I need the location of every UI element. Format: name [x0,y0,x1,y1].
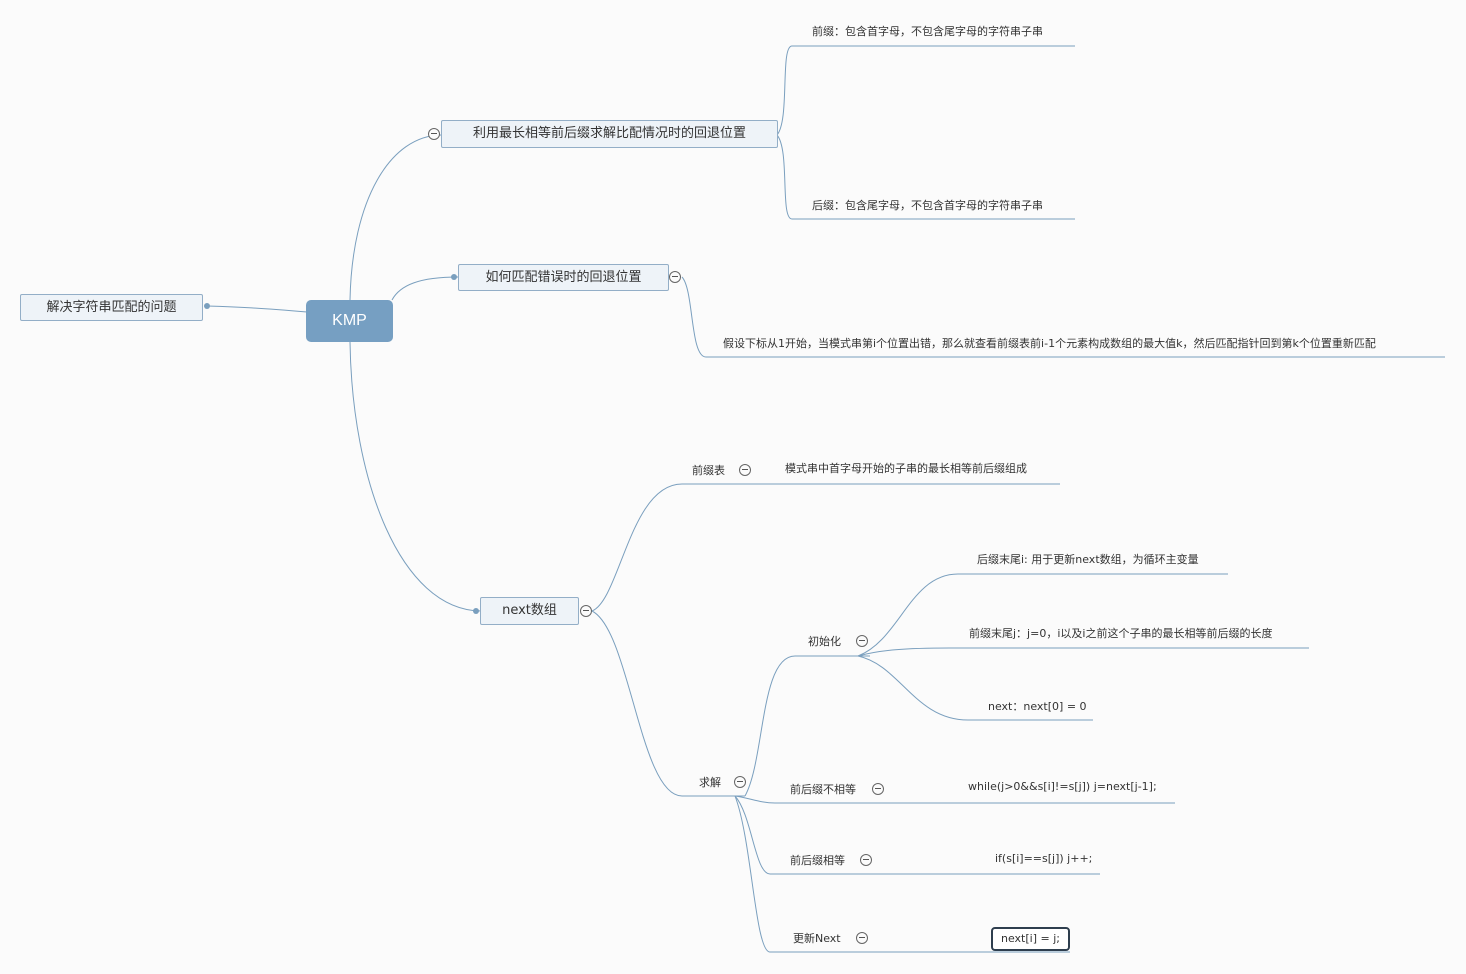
prefix-table-node[interactable]: 前缀表 [692,462,725,478]
backtrack-branch-label: 如何匹配错误时的回退位置 [485,270,642,285]
collapse-toggle-icon[interactable] [669,271,681,283]
next-init-detail[interactable]: next：next[0] = 0 [988,698,1087,714]
backtrack-detail-text: 假设下标从1开始，当模式串第i个位置出错，那么就查看前缀表前i-1个元素构成数组… [723,337,1376,350]
not-equal-code-text: while(j>0&&s[i]!=s[j]) j=next[j-1]; [968,780,1157,793]
solve-node[interactable]: 求解 [699,774,721,790]
update-next-label: 更新Next [793,932,841,945]
suffix-end-detail[interactable]: 后缀末尾i: 用于更新next数组，为循环主变量 [977,551,1199,567]
next-array-node[interactable]: next数组 [480,597,579,625]
not-equal-label: 前后缀不相等 [790,783,856,796]
prefix-table-detail[interactable]: 模式串中首字母开始的子串的最长相等前后缀组成 [785,460,1027,476]
prefix-table-detail-text: 模式串中首字母开始的子串的最长相等前后缀组成 [785,462,1027,475]
prefix-branch-node[interactable]: 利用最长相等前后缀求解比配情况时的回退位置 [441,120,778,148]
solve-label: 求解 [699,776,721,789]
next-array-label: next数组 [502,603,557,618]
prefix-definition-text: 前缀：包含首字母，不包含尾字母的字符串子串 [812,25,1043,38]
collapse-toggle-icon[interactable] [872,783,884,795]
collapse-toggle-icon[interactable] [856,932,868,944]
backtrack-connector-dot [451,274,457,280]
prefix-end-detail[interactable]: 前缀末尾j：j=0，i以及i之前这个子串的最长相等前后缀的长度 [969,625,1272,641]
init-label: 初始化 [808,635,841,648]
prefix-table-label: 前缀表 [692,464,725,477]
purpose-node[interactable]: 解决字符串匹配的问题 [20,294,203,321]
not-equal-node[interactable]: 前后缀不相等 [790,781,856,797]
update-next-code-text: next[i] = j; [1001,932,1060,945]
equal-code-text: if(s[i]==s[j]) j++; [995,852,1093,865]
init-node[interactable]: 初始化 [808,633,841,649]
purpose-connector-dot [204,303,210,309]
root-node[interactable]: KMP [306,300,393,342]
prefix-end-text: 前缀末尾j：j=0，i以及i之前这个子串的最长相等前后缀的长度 [969,627,1273,640]
purpose-label: 解决字符串匹配的问题 [46,300,177,315]
next-init-text: next：next[0] = 0 [988,700,1087,713]
update-next-code-selected[interactable]: next[i] = j; [991,927,1070,951]
collapse-toggle-icon[interactable] [580,605,592,617]
equal-label: 前后缀相等 [790,854,845,867]
equal-code[interactable]: if(s[i]==s[j]) j++; [995,852,1092,865]
collapse-toggle-icon[interactable] [856,635,868,647]
equal-node[interactable]: 前后缀相等 [790,852,845,868]
not-equal-code[interactable]: while(j>0&&s[i]!=s[j]) j=next[j-1]; [968,780,1157,793]
suffix-definition-text: 后缀：包含尾字母，不包含首字母的字符串子串 [812,199,1043,212]
collapse-toggle-icon[interactable] [860,854,872,866]
suffix-definition[interactable]: 后缀：包含尾字母，不包含首字母的字符串子串 [812,197,1043,213]
root-label: KMP [332,312,367,329]
suffix-end-text: 后缀末尾i: 用于更新next数组，为循环主变量 [977,553,1199,566]
collapse-toggle-icon[interactable] [734,776,746,788]
prefix-branch-label: 利用最长相等前后缀求解比配情况时的回退位置 [472,126,746,141]
backtrack-detail[interactable]: 假设下标从1开始，当模式串第i个位置出错，那么就查看前缀表前i-1个元素构成数组… [723,335,1376,351]
collapse-toggle-icon[interactable] [739,464,751,476]
backtrack-branch-node[interactable]: 如何匹配错误时的回退位置 [458,264,669,291]
update-next-node[interactable]: 更新Next [793,930,841,946]
collapse-toggle-icon[interactable] [428,128,440,140]
next-array-connector-dot [473,608,479,614]
prefix-definition[interactable]: 前缀：包含首字母，不包含尾字母的字符串子串 [812,23,1043,39]
